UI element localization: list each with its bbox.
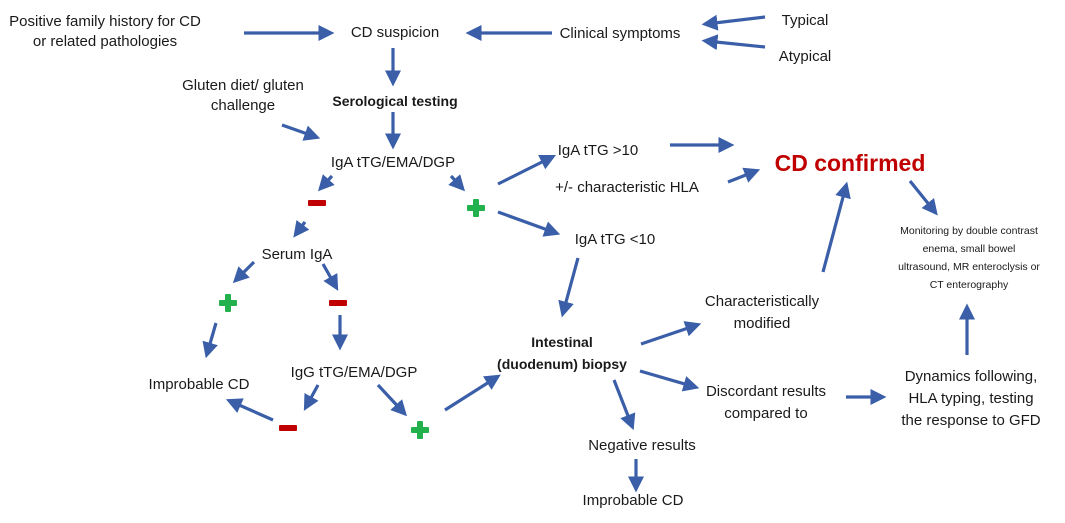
negative-results-node: Negative results xyxy=(588,437,696,454)
arrow-biopsy-to-modified xyxy=(640,321,702,346)
characteristically-modified-line-2: modified xyxy=(733,315,791,332)
signs-group xyxy=(219,199,485,439)
clinical-symptoms-node: Clinical symptoms xyxy=(559,25,681,42)
atypical-node: Atypical xyxy=(778,48,832,65)
monitoring-node: Monitoring by double contrast enema, sma… xyxy=(898,222,1040,294)
improbable-cd-left-node: Improbable CD xyxy=(148,376,250,393)
monitoring-line-2: enema, small bowel xyxy=(922,243,1016,255)
arrow-iga-to-minus xyxy=(317,174,335,192)
arrow-biopsy-to-negative xyxy=(612,379,636,431)
cd-suspicion-node: CD suspicion xyxy=(350,24,440,41)
minus-sign-serum xyxy=(329,300,347,306)
arrow-hla-to-confirmed xyxy=(727,167,761,184)
plus-sign-igg xyxy=(411,421,429,439)
plus-sign-iga xyxy=(467,199,485,217)
arrow-plus-to-improbable xyxy=(202,322,218,359)
improbable-cd-bottom-node: Improbable CD xyxy=(582,492,684,509)
serological-testing-node: Serological testing xyxy=(332,93,458,109)
plus-sign-serum xyxy=(219,294,237,312)
igg-ttg-ema-dgp-node: IgG tTG/EMA/DGP xyxy=(290,364,418,381)
arrow-plus2-to-biopsy xyxy=(444,374,501,412)
arrow-serum-to-plus xyxy=(232,260,256,284)
arrow-plus-to-iga-low xyxy=(497,210,561,237)
discordant-results-line-2: compared to xyxy=(724,405,808,422)
discordant-results-line-1: Discordant results xyxy=(705,383,827,400)
iga-ttg-low-node: IgA tTG <10 xyxy=(574,231,656,248)
arrow-minus-to-serum xyxy=(293,219,310,238)
arrow-igg-to-plus2 xyxy=(376,383,408,417)
gluten-diet-line-2: challenge xyxy=(210,97,276,114)
gluten-diet-line-1: Gluten diet/ gluten xyxy=(182,77,304,94)
cd-confirmed-node: CD confirmed xyxy=(774,150,926,176)
characteristic-hla-node: +/- characteristic HLA xyxy=(555,179,699,196)
serum-iga-node: Serum IgA xyxy=(261,246,333,263)
monitoring-line-1: Monitoring by double contrast xyxy=(900,225,1038,237)
typical-node: Typical xyxy=(781,12,829,29)
arrow-typical-to-symptoms xyxy=(701,14,766,31)
family-history-line-2: or related pathologies xyxy=(32,33,178,50)
monitoring-line-3: ultrasound, MR enteroclysis or xyxy=(898,261,1040,273)
arrow-iga-to-plus xyxy=(448,174,466,192)
family-history-node: Positive family history for CD or relate… xyxy=(9,12,201,52)
arrow-biopsy-to-discordant xyxy=(639,369,700,392)
arrow-plus-to-iga-high xyxy=(497,154,557,186)
dynamics-following-line-2: HLA typing, testing xyxy=(908,390,1034,407)
arrow-modified-to-confirmed xyxy=(821,181,851,273)
family-history-line-1: Positive family history for CD xyxy=(9,13,201,30)
dynamics-following-node: Dynamics following, HLA typing, testing … xyxy=(901,366,1040,432)
arrow-iga-low-to-biopsy xyxy=(558,257,580,318)
intestinal-biopsy-line-1: Intestinal xyxy=(531,334,593,350)
monitoring-line-4: CT enterography xyxy=(929,279,1009,291)
iga-ttg-ema-dgp-node: IgA tTG/EMA/DGP xyxy=(330,154,456,171)
arrows-group xyxy=(202,14,975,493)
discordant-results-node: Discordant results compared to xyxy=(706,381,826,425)
arrow-igg-to-minus2 xyxy=(303,384,320,411)
minus-sign-igg xyxy=(279,425,297,431)
dynamics-following-line-1: Dynamics following, xyxy=(904,368,1038,385)
iga-ttg-high-node: IgA tTG >10 xyxy=(557,142,639,159)
intestinal-biopsy-node: Intestinal (duodenum) biopsy xyxy=(497,331,627,375)
intestinal-biopsy-line-2: (duodenum) biopsy xyxy=(497,356,627,372)
arrow-gluten-to-iga xyxy=(281,123,321,141)
minus-sign-iga xyxy=(308,200,326,206)
gluten-diet-node: Gluten diet/ gluten challenge xyxy=(182,76,304,116)
dynamics-following-line-3: the response to GFD xyxy=(901,412,1041,429)
arrow-confirmed-to-monitoring xyxy=(908,179,938,216)
arrow-atypical-to-symptoms xyxy=(701,34,766,51)
characteristically-modified-node: Characteristically modified xyxy=(705,291,819,335)
arrow-minus2-to-improbable xyxy=(225,398,274,422)
arrow-serum-to-minus xyxy=(321,263,339,291)
characteristically-modified-line-1: Characteristically xyxy=(704,293,820,310)
